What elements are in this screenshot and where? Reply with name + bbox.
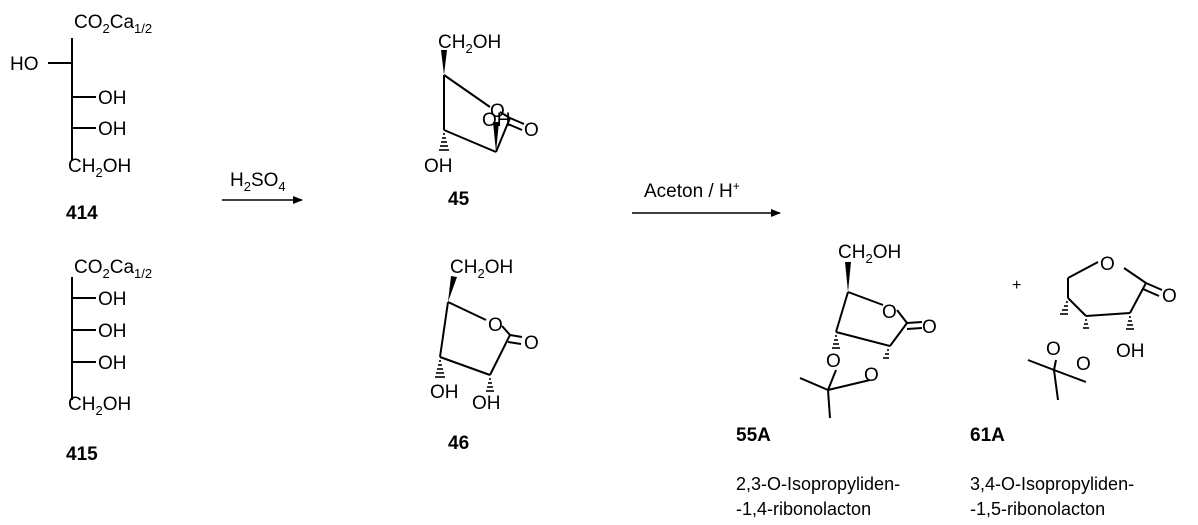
- carbonyl-oxygen-label: O: [922, 317, 937, 338]
- acetonide-oxygen-label: O: [826, 351, 841, 372]
- reagent-label: Aceton / H+: [644, 179, 740, 202]
- hydroxyl-label: OH: [472, 393, 501, 414]
- ring-oxygen-label: O: [488, 315, 503, 336]
- compound-45: CH2OH O OH O OH 45: [424, 32, 539, 210]
- compound-id: 45: [448, 189, 470, 210]
- compound-caption: 3,4-O-Isopropyliden-: [970, 474, 1134, 494]
- compound-caption: -1,4-ribonolacton: [736, 499, 871, 519]
- compound-55A: CH2OH O O O O 55A 2,3-O-Isopropyliden- -…: [736, 242, 937, 519]
- compound-id: 415: [66, 444, 98, 465]
- hydroxymethyl-label: CH2OH: [438, 32, 501, 56]
- ring-oxygen-label: O: [490, 101, 505, 122]
- acetonide-oxygen-label: O: [864, 365, 879, 386]
- hydroxyl-label: OH: [98, 321, 127, 342]
- carboxylate-label: CO2Ca1/2: [74, 257, 152, 281]
- hydroxymethyl-label: CH2OH: [68, 156, 131, 180]
- compound-caption: -1,5-ribonolacton: [970, 499, 1105, 519]
- compound-caption: 2,3-O-Isopropyliden-: [736, 474, 900, 494]
- hydroxymethyl-label: CH2OH: [68, 394, 131, 418]
- carbonyl-oxygen-label: O: [1162, 286, 1177, 307]
- compound-id: 46: [448, 433, 469, 454]
- ring-oxygen-label: O: [882, 302, 897, 323]
- carboxylate-label: CO2Ca1/2: [74, 12, 152, 36]
- hydroxyl-label: HO: [10, 54, 39, 75]
- compound-id: 61A: [970, 425, 1005, 446]
- reaction-arrow-2: Aceton / H+: [632, 179, 781, 217]
- compound-46: CH2OH O O OH OH 46: [430, 257, 539, 454]
- carbonyl-oxygen-label: O: [524, 120, 539, 141]
- hydroxymethyl-label: CH2OH: [450, 257, 513, 281]
- hydroxyl-label: OH: [430, 382, 459, 403]
- compound-id: 55A: [736, 425, 771, 446]
- hydroxyl-label: OH: [98, 289, 127, 310]
- compound-415: CO2Ca1/2 OH OH OH CH2OH 415: [66, 257, 152, 465]
- hydroxyl-label: OH: [482, 110, 511, 131]
- compound-61A: O O O O OH 61A 3,4-O-Isopropyliden- -1,5…: [970, 254, 1177, 519]
- reagent-label: H2SO4: [230, 170, 286, 194]
- hydroxyl-label: OH: [98, 88, 127, 109]
- ring-oxygen-label: O: [1100, 254, 1115, 275]
- plus-sign: +: [1012, 277, 1021, 294]
- compound-id: 414: [66, 203, 98, 224]
- carbonyl-oxygen-label: O: [524, 333, 539, 354]
- hydroxyl-label: OH: [424, 156, 453, 177]
- reaction-arrow-1: H2SO4: [222, 170, 303, 204]
- compound-414: CO2Ca1/2 HO OH OH CH2OH 414: [10, 12, 152, 224]
- hydroxymethyl-label: CH2OH: [838, 242, 901, 266]
- hydroxyl-label: OH: [1116, 341, 1145, 362]
- hydroxyl-label: OH: [98, 119, 127, 140]
- acetonide-oxygen-label: O: [1076, 354, 1091, 375]
- acetonide-oxygen-label: O: [1046, 339, 1061, 360]
- hydroxyl-label: OH: [98, 353, 127, 374]
